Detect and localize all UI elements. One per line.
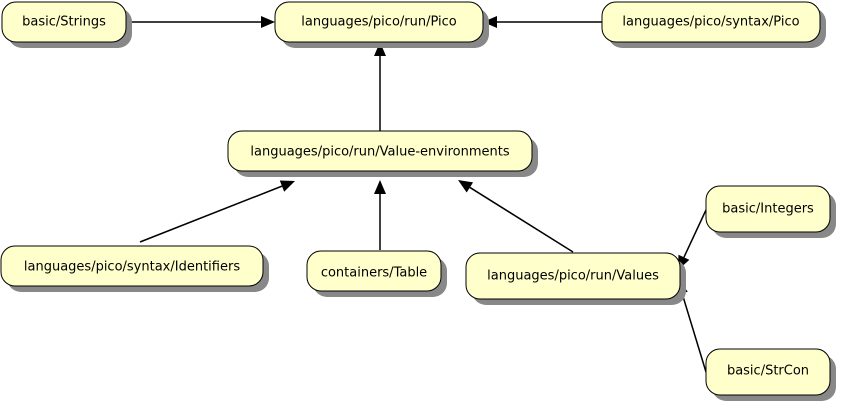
node-label: containers/Table	[321, 266, 427, 281]
node-identifiers[interactable]: languages/pico/syntax/Identifiers	[0, 245, 269, 292]
edge-syntax-pico-to-run-pico	[483, 16, 602, 28]
node-label: basic/Strings	[22, 15, 106, 30]
edge-line	[683, 209, 707, 258]
node-label: languages/pico/syntax/Identifiers	[24, 260, 240, 275]
arrowhead-icon	[374, 180, 386, 194]
edge-table-to-value-env	[374, 180, 386, 250]
edge-value-env-to-run-pico	[374, 42, 386, 131]
node-label: languages/pico/run/Pico	[301, 15, 457, 30]
node-label: basic/StrCon	[727, 364, 809, 379]
node-values[interactable]: languages/pico/run/Values	[465, 252, 686, 305]
node-label: languages/pico/syntax/Pico	[622, 15, 799, 30]
arrowhead-icon	[261, 16, 275, 28]
node-value-env[interactable]: languages/pico/run/Value-environments	[227, 130, 538, 177]
edge-line	[469, 186, 574, 253]
arrowhead-icon	[374, 42, 386, 56]
edge-identifiers-to-value-env	[139, 180, 295, 243]
edges-layer	[127, 16, 707, 373]
node-label: languages/pico/run/Value-environments	[250, 145, 509, 160]
edge-integers-to-values	[678, 209, 707, 270]
node-syntax-pico[interactable]: languages/pico/syntax/Pico	[601, 1, 826, 48]
edge-line	[139, 185, 283, 243]
node-label: basic/Integers	[722, 202, 814, 217]
node-run-pico[interactable]: languages/pico/run/Pico	[274, 1, 489, 48]
node-strings[interactable]: basic/Strings	[1, 1, 132, 48]
arrowhead-icon	[279, 180, 295, 192]
node-strcon[interactable]: basic/StrCon	[705, 348, 836, 401]
node-integers[interactable]: basic/Integers	[705, 185, 836, 238]
edge-strings-to-run-pico	[127, 16, 275, 28]
node-table[interactable]: containers/Table	[306, 250, 447, 297]
arrowhead-icon	[483, 16, 497, 28]
edge-values-to-value-env	[458, 180, 574, 253]
edge-line	[681, 293, 707, 373]
node-label: languages/pico/run/Values	[487, 269, 659, 284]
arrowhead-icon	[458, 180, 474, 193]
